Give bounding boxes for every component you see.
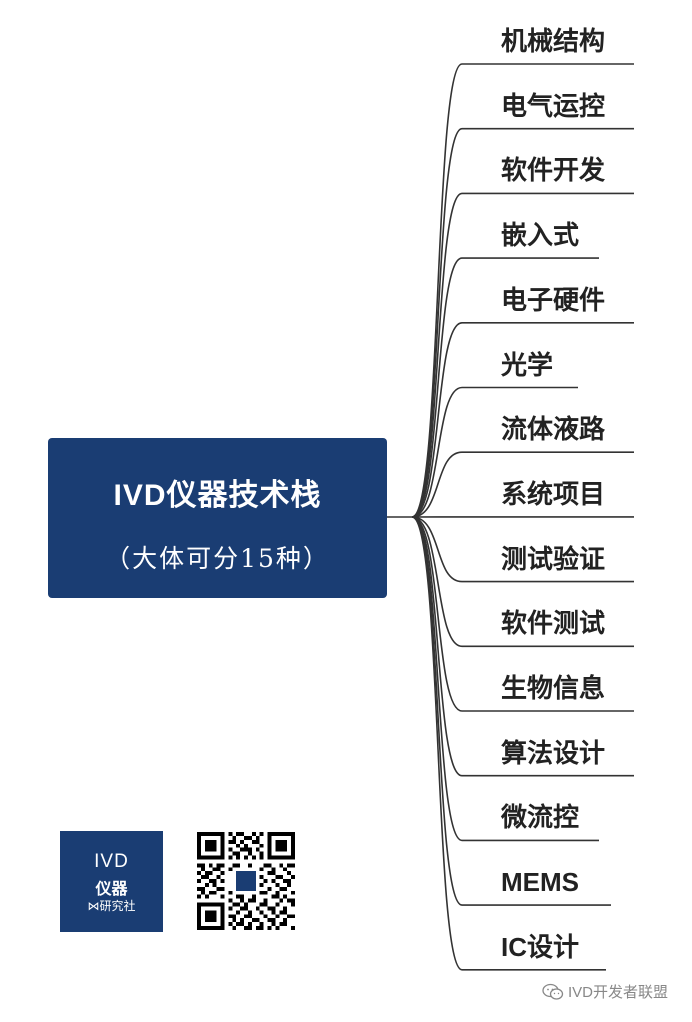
branch-connector — [411, 322, 634, 518]
wechat-icon — [542, 983, 564, 1000]
branch-connector — [411, 516, 634, 648]
branch-connector — [411, 451, 634, 518]
branch-label: 算法设计 — [501, 737, 606, 768]
branch-label: 测试验证 — [501, 543, 606, 574]
branch-label: 微流控 — [501, 802, 580, 833]
dna-icon: ⋈ — [87, 899, 100, 913]
logo-line-3: ⋈研究社 — [60, 897, 163, 914]
logo-line-1: IVD — [94, 851, 129, 872]
root-subtitle: （大体可分15种） — [105, 544, 330, 573]
watermark: IVD开发者联盟 — [542, 981, 668, 1002]
branch-connector — [411, 516, 606, 971]
branch-label: 软件测试 — [501, 608, 606, 639]
logo: IVD 仪器 ⋈研究社 — [60, 831, 163, 932]
branch-connector — [411, 192, 634, 518]
branch-label: 光学 — [501, 349, 554, 380]
watermark-text: IVD开发者联盟 — [567, 984, 668, 1001]
branch-label: 电子硬件 — [501, 284, 606, 315]
root-title: IVD仪器技术栈 — [113, 479, 322, 512]
branch-connector — [411, 386, 578, 518]
branch-label: 电气运控 — [501, 90, 606, 121]
branch-connector — [411, 257, 599, 518]
branch-connector — [411, 63, 634, 518]
branch-label: 机械结构 — [501, 26, 606, 56]
branch-label: 生物信息 — [501, 673, 606, 703]
branch-connector — [411, 516, 634, 712]
branch-connector — [411, 127, 634, 518]
branch-label: IC设计 — [501, 931, 580, 962]
logo-line-2: 仪器 — [95, 881, 128, 898]
branch-connector — [411, 516, 634, 777]
branch-label: 软件开发 — [501, 155, 606, 186]
branch-label: MEMS — [501, 867, 579, 898]
qr-code — [197, 832, 295, 930]
branch-label: 流体液路 — [501, 414, 606, 445]
branch-label: 嵌入式 — [501, 220, 580, 251]
branch-connector — [411, 516, 634, 583]
root-node: IVD仪器技术栈 （大体可分15种） — [48, 438, 387, 598]
logo-line-3-text: 研究社 — [99, 899, 136, 913]
branch-label: 系统项目 — [501, 478, 606, 509]
branch-connector — [411, 516, 599, 842]
